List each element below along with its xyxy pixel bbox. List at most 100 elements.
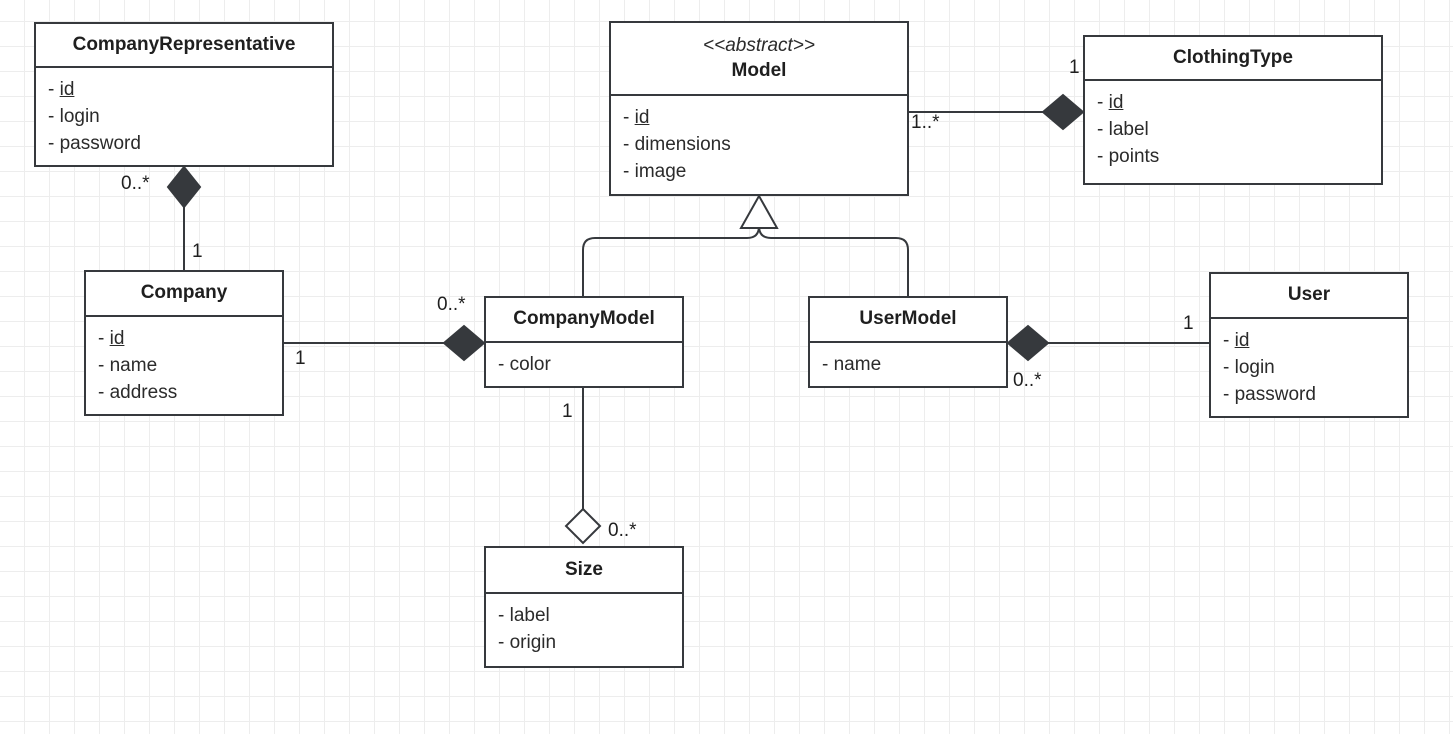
- attribute-row: - id: [623, 105, 895, 132]
- composition-diamond-filled: [1006, 324, 1050, 362]
- attr-visibility: -: [1223, 356, 1230, 378]
- attr-visibility: -: [1223, 383, 1230, 405]
- attr-name: image: [634, 160, 687, 182]
- generalization-arrow-hollow: [739, 193, 779, 229]
- attr-visibility: -: [623, 107, 630, 128]
- class-model[interactable]: <<abstract>> Model - id - dimensions - i…: [609, 21, 909, 196]
- attribute-row: - id: [1223, 328, 1395, 355]
- class-name: ClothingType: [1173, 46, 1293, 68]
- class-company[interactable]: Company - id - name - address: [84, 270, 284, 416]
- attr-visibility: -: [48, 105, 55, 127]
- class-stereotype: <<abstract>>: [703, 35, 815, 57]
- attribute-row: - points: [1097, 144, 1369, 171]
- class-name: User: [1287, 284, 1331, 306]
- multiplicity-label-model-clothing: 1..*: [911, 112, 940, 133]
- class-header: CompanyModel: [486, 298, 682, 343]
- attribute-row: - id: [98, 326, 270, 353]
- attr-visibility: -: [498, 605, 505, 626]
- multiplicity-label-usermodel: 0..*: [1013, 370, 1042, 391]
- class-clothing-type[interactable]: ClothingType - id - label - points: [1083, 35, 1383, 185]
- class-attributes: - id - login - password: [1211, 319, 1407, 416]
- attribute-row: - login: [1223, 355, 1395, 382]
- attribute-row: - origin: [498, 630, 670, 657]
- composition-diamond-filled: [1041, 93, 1085, 131]
- class-name: Size: [564, 558, 604, 580]
- attribute-row: - password: [1223, 382, 1395, 409]
- attr-visibility: -: [1097, 92, 1104, 113]
- attr-name: id: [1108, 92, 1124, 113]
- attribute-row: - login: [48, 104, 320, 131]
- multiplicity-label-clothingtype: 1: [1069, 57, 1080, 78]
- class-attributes: - id - name - address: [86, 317, 282, 414]
- edge-company-companymodel[interactable]: [284, 324, 486, 362]
- class-name: Company: [140, 282, 228, 304]
- attr-name: password: [59, 132, 141, 154]
- attribute-row: - address: [98, 380, 270, 407]
- attr-visibility: -: [623, 160, 630, 182]
- composition-diamond-filled: [166, 165, 202, 209]
- class-user-model[interactable]: UserModel - name: [808, 296, 1008, 388]
- class-header: User: [1211, 274, 1407, 319]
- attr-name: id: [634, 107, 650, 128]
- multiplicity-label-company-right: 1: [295, 348, 306, 369]
- composition-diamond-filled: [442, 324, 486, 362]
- attr-name: label: [1108, 118, 1149, 140]
- attr-name: id: [59, 79, 75, 100]
- edge-usermodel-user[interactable]: [1006, 324, 1209, 362]
- attr-name: points: [1108, 145, 1160, 167]
- attribute-row: - label: [498, 603, 670, 630]
- attr-visibility: -: [498, 631, 505, 653]
- class-name: CompanyModel: [513, 308, 655, 330]
- attribute-row: - name: [98, 353, 270, 380]
- class-name: UserModel: [859, 308, 957, 330]
- attr-name: name: [109, 354, 158, 376]
- class-header: Size: [486, 548, 682, 594]
- attr-visibility: -: [1097, 145, 1104, 167]
- class-company-representative[interactable]: CompanyRepresentative - id - login - pas…: [34, 22, 334, 167]
- class-name: Model: [731, 59, 787, 81]
- class-company-model[interactable]: CompanyModel - color: [484, 296, 684, 388]
- class-name: CompanyRepresentative: [72, 33, 296, 55]
- class-attributes: - label - origin: [486, 594, 682, 666]
- attr-name: login: [1234, 356, 1275, 378]
- attr-visibility: -: [48, 132, 55, 154]
- attr-name: address: [109, 381, 178, 403]
- attr-visibility: -: [822, 354, 829, 375]
- multiplicity-label-rep: 0..*: [121, 173, 150, 194]
- class-header: ClothingType: [1085, 37, 1381, 81]
- attribute-row: - name: [822, 352, 994, 379]
- attr-visibility: -: [98, 354, 105, 376]
- attr-visibility: -: [1097, 118, 1104, 140]
- aggregation-diamond-hollow: [564, 507, 602, 545]
- attr-name: origin: [509, 631, 557, 653]
- class-attributes: - id - label - points: [1085, 81, 1381, 183]
- class-user[interactable]: User - id - login - password: [1209, 272, 1409, 418]
- class-attributes: - color: [486, 343, 682, 386]
- attribute-row: - color: [498, 352, 670, 379]
- attribute-row: - image: [623, 159, 895, 186]
- class-attributes: - id - login - password: [36, 68, 332, 165]
- attr-visibility: -: [98, 381, 105, 403]
- class-header: UserModel: [810, 298, 1006, 343]
- multiplicity-label-size-top: 1: [562, 401, 573, 422]
- multiplicity-label-user: 1: [1183, 313, 1194, 334]
- attr-visibility: -: [1223, 330, 1230, 351]
- attr-name: login: [59, 105, 100, 127]
- multiplicity-label-company-top: 1: [192, 241, 203, 262]
- attr-name: id: [1234, 330, 1250, 351]
- attr-name: name: [833, 354, 882, 375]
- attribute-row: - id: [1097, 90, 1369, 117]
- class-header: CompanyRepresentative: [36, 24, 332, 68]
- attribute-row: - password: [48, 131, 320, 158]
- attr-name: id: [109, 328, 125, 349]
- attr-name: color: [509, 354, 551, 375]
- class-attributes: - id - dimensions - image: [611, 96, 907, 194]
- attribute-row: - id: [48, 77, 320, 104]
- attr-visibility: -: [623, 133, 630, 155]
- attribute-row: - label: [1097, 117, 1369, 144]
- edge-generalization-tree[interactable]: [582, 193, 909, 296]
- class-header: <<abstract>> Model: [611, 23, 907, 96]
- class-size[interactable]: Size - label - origin: [484, 546, 684, 668]
- attr-name: label: [509, 605, 550, 626]
